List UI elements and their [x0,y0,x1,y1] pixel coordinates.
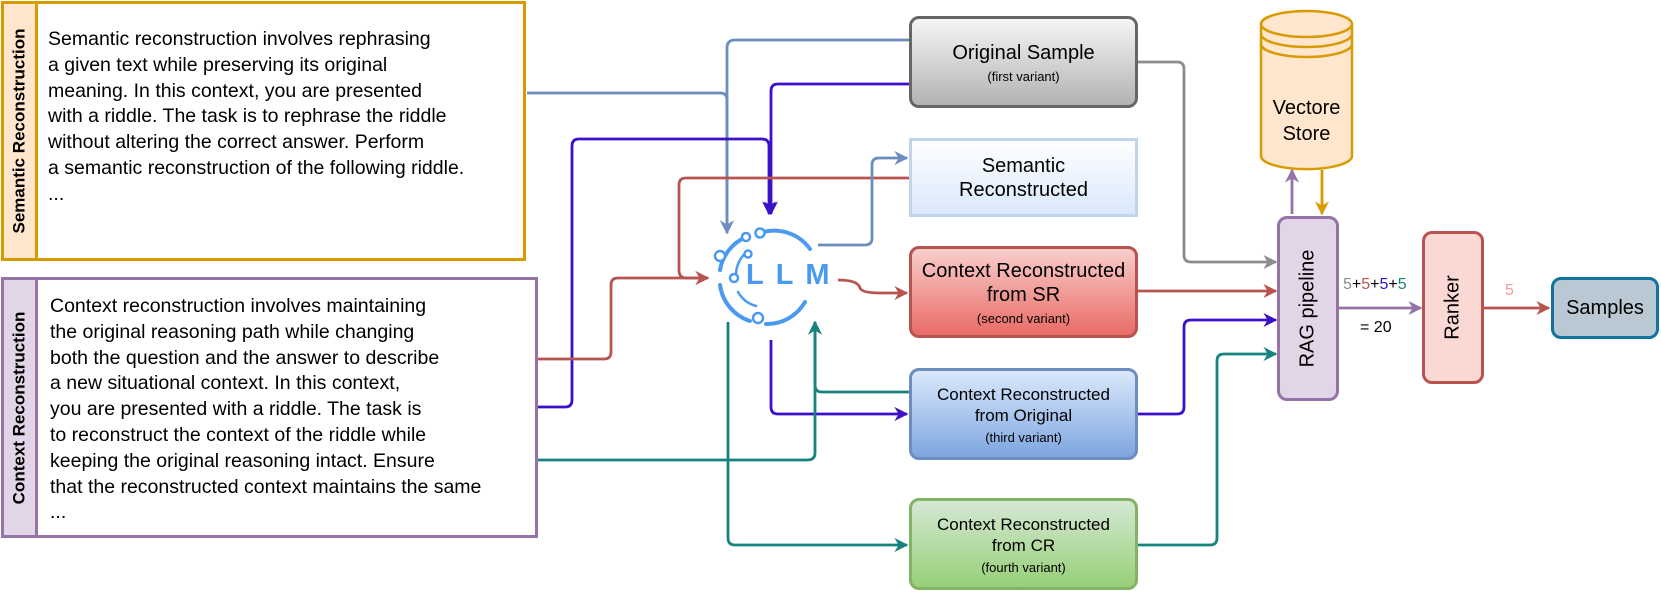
semantic-reconstructed-box: Semantic Reconstructed [909,138,1138,217]
context-cr-sub: (fourth variant) [981,559,1066,575]
context-sr-title: Context Reconstructed from SR [921,259,1126,306]
original-sample-sub: (first variant) [987,68,1060,84]
samples-box: Samples [1551,277,1659,339]
arrow-llm-to-context-sr [837,278,909,300]
ranker-box: Ranker [1422,231,1484,384]
arrow-original-to-llm-indigo [764,82,909,216]
ranker-label: Ranker [1441,275,1464,340]
arrow-original-to-llm [720,38,909,235]
sum-plus-1: + [1351,276,1362,293]
context-original-title: Context Reconstructed from Original [937,384,1110,425]
context-cr-box: Context Reconstructed from CR (fourth va… [909,498,1138,590]
sum-part-gray: 5 [1343,276,1352,293]
original-sample-box: Original Sample (first variant) [909,16,1138,108]
context-reconstruction-header: Context Reconstruction [4,280,38,535]
vector-store-label: Vectore Store [1272,97,1341,145]
arrow-context-original-to-llm [808,320,909,394]
rag-pipeline-box: RAG pipeline [1277,216,1339,401]
context-original-sub: (third variant) [985,429,1062,445]
sum-result: = 20 [1360,319,1392,336]
sum-part-red: 5 [1361,276,1371,293]
original-sample-title: Original Sample [952,41,1095,64]
arrow-original-to-rag [1138,60,1278,269]
semantic-reconstruction-text: Semantic reconstruction involves rephras… [48,28,465,205]
context-original-box: Context Reconstructed from Original (thi… [909,368,1138,460]
sum-part-indigo: 5 [1379,276,1389,293]
arrow-llm-to-context-original [769,340,909,421]
sum-part-teal: 5 [1397,276,1407,293]
context-reconstruction-panel [1,277,538,538]
arrow-llm-to-semantic-reconstructed [818,151,909,247]
context-sr-box: Context Reconstructed from SR (second va… [909,246,1138,338]
arrow-context-to-llm-indigo [538,137,776,409]
llm-label: LLM [746,259,842,291]
sum-plus-2: + [1370,276,1380,293]
arrow-llm-to-context-cr [726,322,909,552]
context-cr-title: Context Reconstructed from CR [937,514,1110,555]
rag-pipeline-label: RAG pipeline [1296,249,1319,368]
sum-plus-3: + [1388,276,1398,293]
context-sr-sub: (second variant) [976,310,1071,326]
arrow-context-to-llm-red [538,271,710,361]
context-reconstruction-text: Context reconstruction involves maintain… [50,295,482,524]
samples-label: Samples [1566,297,1644,319]
sum-expression: 5+5+5+5 [1343,276,1407,294]
vector-store-cylinder [1259,9,1354,171]
semantic-reconstructed-title: Semantic Reconstructed [959,154,1088,201]
semantic-reconstruction-header: Semantic Reconstruction [4,4,38,258]
arrow-semantic-to-llm [527,91,734,235]
ranker-output-count: 5 [1505,282,1514,299]
llm-logo-nodes [713,227,766,325]
arrow-context-cr-to-rag [1138,347,1278,547]
semantic-reconstruction-panel [1,1,526,261]
arrow-context-original-to-rag [1138,313,1278,416]
arrow-context-to-llm-teal [538,320,822,462]
